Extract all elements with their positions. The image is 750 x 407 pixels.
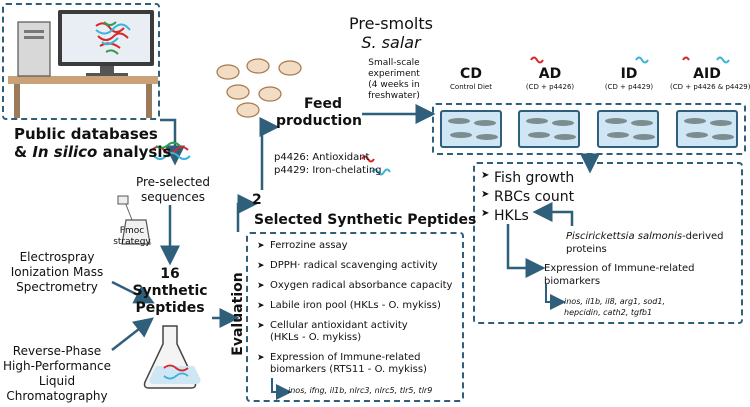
- selected-peptides-title: Selected Synthetic Peptides: [254, 212, 477, 228]
- evaluation-label: Evaluation: [230, 272, 246, 356]
- flask-icon: [143, 325, 201, 389]
- group-code: ID: [620, 66, 638, 82]
- tank-id: [597, 110, 659, 148]
- computer-illustration: [8, 10, 158, 118]
- hplc-label: Reverse-Phase High-Performance Liquid Ch…: [3, 344, 111, 403]
- feed-production-label: Feed production: [276, 96, 362, 129]
- pathogen-label: Piscirickettsia salmonis-derived protein…: [566, 231, 724, 255]
- tank-cd: [440, 110, 502, 148]
- group-code: AD: [538, 66, 562, 82]
- databases-label: Public databases & In silico analysis: [14, 125, 172, 161]
- outcome-fish-growth: Fish growth: [494, 170, 575, 186]
- tank-ad: [518, 110, 580, 148]
- group-code: CD: [460, 66, 482, 82]
- presmolts-label: Pre-smolts S. salar: [349, 14, 433, 52]
- immune-genes-rts11: inos, ifng, il1b, nlrc3, nlrc5, tlr5, tl…: [288, 386, 433, 395]
- group-desc: (CD + p4426 & p4429): [670, 83, 750, 91]
- teabag-icon: [117, 195, 151, 245]
- feed-pellets-icon: [216, 58, 302, 118]
- group-desc: (CD + p4426): [525, 83, 575, 91]
- tank-aid: [676, 110, 738, 148]
- bullet-icon: ➤: [481, 189, 490, 200]
- experiment-label: Small-scale experiment (4 weeks in fresh…: [368, 58, 420, 101]
- p4429-label: p4429: Iron-chelating: [274, 165, 382, 176]
- outcome-rbc-count: RBCs count: [494, 189, 575, 205]
- sequences-icon: [151, 141, 191, 160]
- outcome-hkls: HKLs: [494, 208, 529, 224]
- databases-panel: [2, 3, 160, 120]
- immune-genes-hkls: inos, il1b, il8, arg1, sod1, hepcidin, c…: [564, 297, 665, 317]
- assay-item: Labile iron pool (HKLs - O. mykiss): [257, 300, 441, 312]
- outcomes-panel: [473, 162, 743, 324]
- synthetic-peptides-label: 16 Synthetic Peptides: [132, 266, 208, 316]
- assay-item: Expression of Immune-related: [257, 352, 420, 364]
- bullet-icon: ➤: [481, 208, 490, 219]
- assay-item: Cellular antioxidant activity: [257, 320, 408, 332]
- fmoc-label: Fmoc strategy: [113, 226, 151, 247]
- selected-count: 2: [252, 192, 262, 208]
- assay-item-cont: biomarkers (RTS11 - O. mykiss): [270, 364, 427, 375]
- group-code: AID: [693, 66, 721, 82]
- expression-label: Expression of Immune-related biomarkers: [544, 263, 695, 287]
- assay-item: Oxygen radical absorbance capacity: [257, 280, 452, 292]
- bullet-icon: ➤: [481, 170, 490, 181]
- assay-item-cont: (HKLs - O. mykiss): [270, 332, 362, 343]
- assay-item: DPPH· radical scavenging activity: [257, 260, 438, 272]
- assay-item: Ferrozine assay: [257, 240, 348, 252]
- preselected-label: Pre-selected sequences: [135, 175, 211, 204]
- group-desc: (CD + p4429): [604, 83, 654, 91]
- group-desc: Control Diet: [450, 83, 492, 91]
- esi-label: Electrospray Ionization Mass Spectrometr…: [10, 250, 104, 294]
- p4426-label: p4426: Antioxidant: [274, 152, 370, 163]
- assays-panel: [246, 232, 464, 402]
